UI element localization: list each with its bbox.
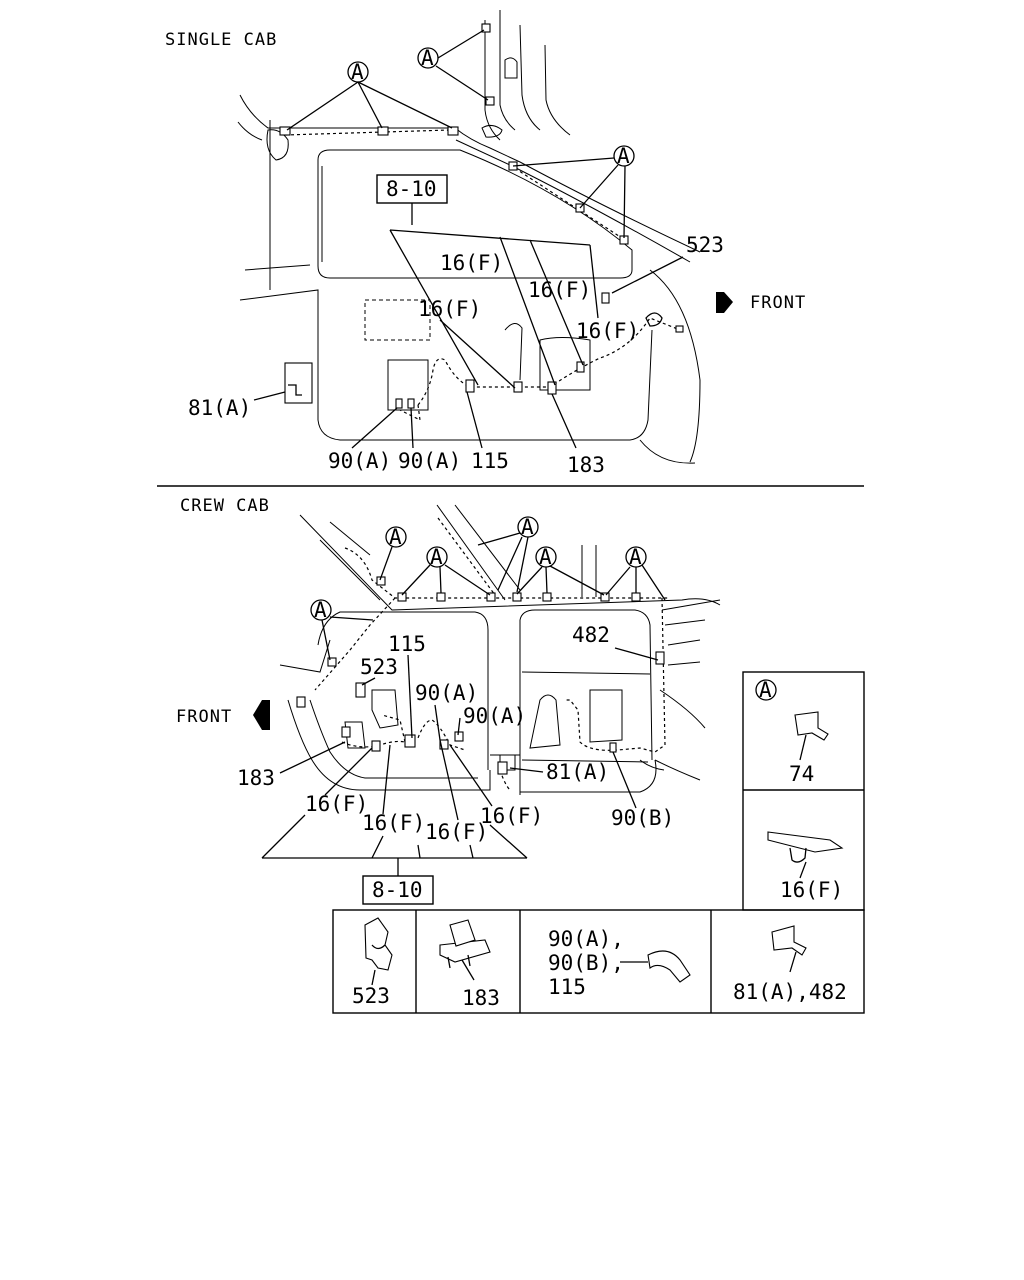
crew-cab-part-523-icon: [355, 682, 366, 698]
legend-cell-81a-482: 81(A),482: [733, 925, 847, 1004]
label-183: 183: [237, 766, 275, 790]
legend-label-90a: 90(A),: [548, 927, 624, 951]
callout-a-label: A: [539, 545, 552, 569]
callout-a-label: A: [629, 545, 642, 569]
clip-74-icon: [794, 711, 829, 741]
crew-cab-front-label: FRONT: [176, 707, 232, 727]
single-cab-callout-a-group: A A A: [286, 29, 635, 239]
callout-a-label: A: [617, 144, 630, 168]
legend-label-74: 74: [789, 762, 814, 786]
label-482: 482: [572, 623, 610, 647]
legend-a-key-label: A: [759, 678, 772, 702]
single-cab-part-81a-icon: [284, 362, 313, 404]
callout-a-label: A: [314, 598, 327, 622]
label-16f: 16(F): [425, 820, 488, 844]
label-16f: 16(F): [362, 811, 425, 835]
label-90a: 90(A): [398, 449, 461, 473]
legend-label-16f: 16(F): [780, 878, 843, 902]
callout-a-label: A: [421, 46, 434, 70]
parts-legend: A 74 16(F) 523 183: [332, 671, 865, 1014]
label-81a: 81(A): [546, 760, 609, 784]
label-90b: 90(B): [611, 806, 674, 830]
label-90a: 90(A): [415, 681, 478, 705]
crew-cab-front-arrow-icon: [253, 700, 270, 730]
crew-cab-ref-box: 8-10: [261, 814, 528, 905]
callout-a-label: A: [351, 60, 364, 84]
label-523: 523: [686, 233, 724, 257]
crew-cab-body-outline: [279, 504, 721, 795]
single-cab-front-arrow-icon: [716, 292, 733, 313]
ref-box-label: 8-10: [372, 878, 423, 902]
label-16f: 16(F): [418, 297, 481, 321]
ref-box-label: 8-10: [386, 177, 437, 201]
legend-label-523: 523: [352, 984, 390, 1008]
label-523: 523: [360, 655, 398, 679]
callout-a-label: A: [430, 545, 443, 569]
legend-label-81a-482: 81(A),482: [733, 980, 847, 1004]
crew-cab-section: CREW CAB: [176, 496, 721, 905]
legend-label-115: 115: [548, 975, 586, 999]
band-clip-icon: [647, 950, 691, 983]
legend-label-183: 183: [462, 986, 500, 1010]
crew-cab-harness: [296, 517, 670, 791]
callout-a-label: A: [521, 515, 534, 539]
label-90a: 90(A): [463, 704, 526, 728]
label-16f: 16(F): [576, 319, 639, 343]
clip-16f-icon: [767, 831, 844, 853]
single-cab-section: SINGLE CAB: [165, 10, 806, 477]
tape-clip-icon: [771, 925, 807, 956]
label-81a: 81(A): [188, 396, 251, 420]
label-90a: 90(A): [328, 449, 391, 473]
single-cab-front-label: FRONT: [750, 293, 806, 313]
legend-cell-90-115: 90(A), 90(B), 115: [548, 927, 691, 999]
label-16f: 16(F): [305, 792, 368, 816]
legend-clip-16f: 16(F): [767, 831, 844, 902]
label-115: 115: [471, 449, 509, 473]
crew-cab-callout-a-group: A A A A A A: [310, 515, 666, 661]
legend-a-key: A 74: [755, 678, 829, 786]
clip-523-icon: [364, 917, 393, 971]
label-115: 115: [388, 632, 426, 656]
single-cab-part-523-icon: [601, 292, 610, 304]
legend-cell-523: 523: [352, 917, 393, 1008]
label-16f: 16(F): [528, 278, 591, 302]
single-cab-title: SINGLE CAB: [165, 30, 277, 50]
clip-183-icon: [439, 939, 491, 963]
label-16f: 16(F): [440, 251, 503, 275]
legend-cell-183: 183: [439, 919, 500, 1010]
crew-cab-title: CREW CAB: [180, 496, 270, 516]
callout-a-label: A: [389, 525, 402, 549]
single-cab-harness: [279, 23, 684, 422]
single-cab-ref-box: 8-10: [376, 174, 599, 386]
legend-label-90b: 90(B),: [548, 951, 624, 975]
label-183: 183: [567, 453, 605, 477]
single-cab-body-outline: [237, 10, 701, 464]
label-16f: 16(F): [480, 804, 543, 828]
